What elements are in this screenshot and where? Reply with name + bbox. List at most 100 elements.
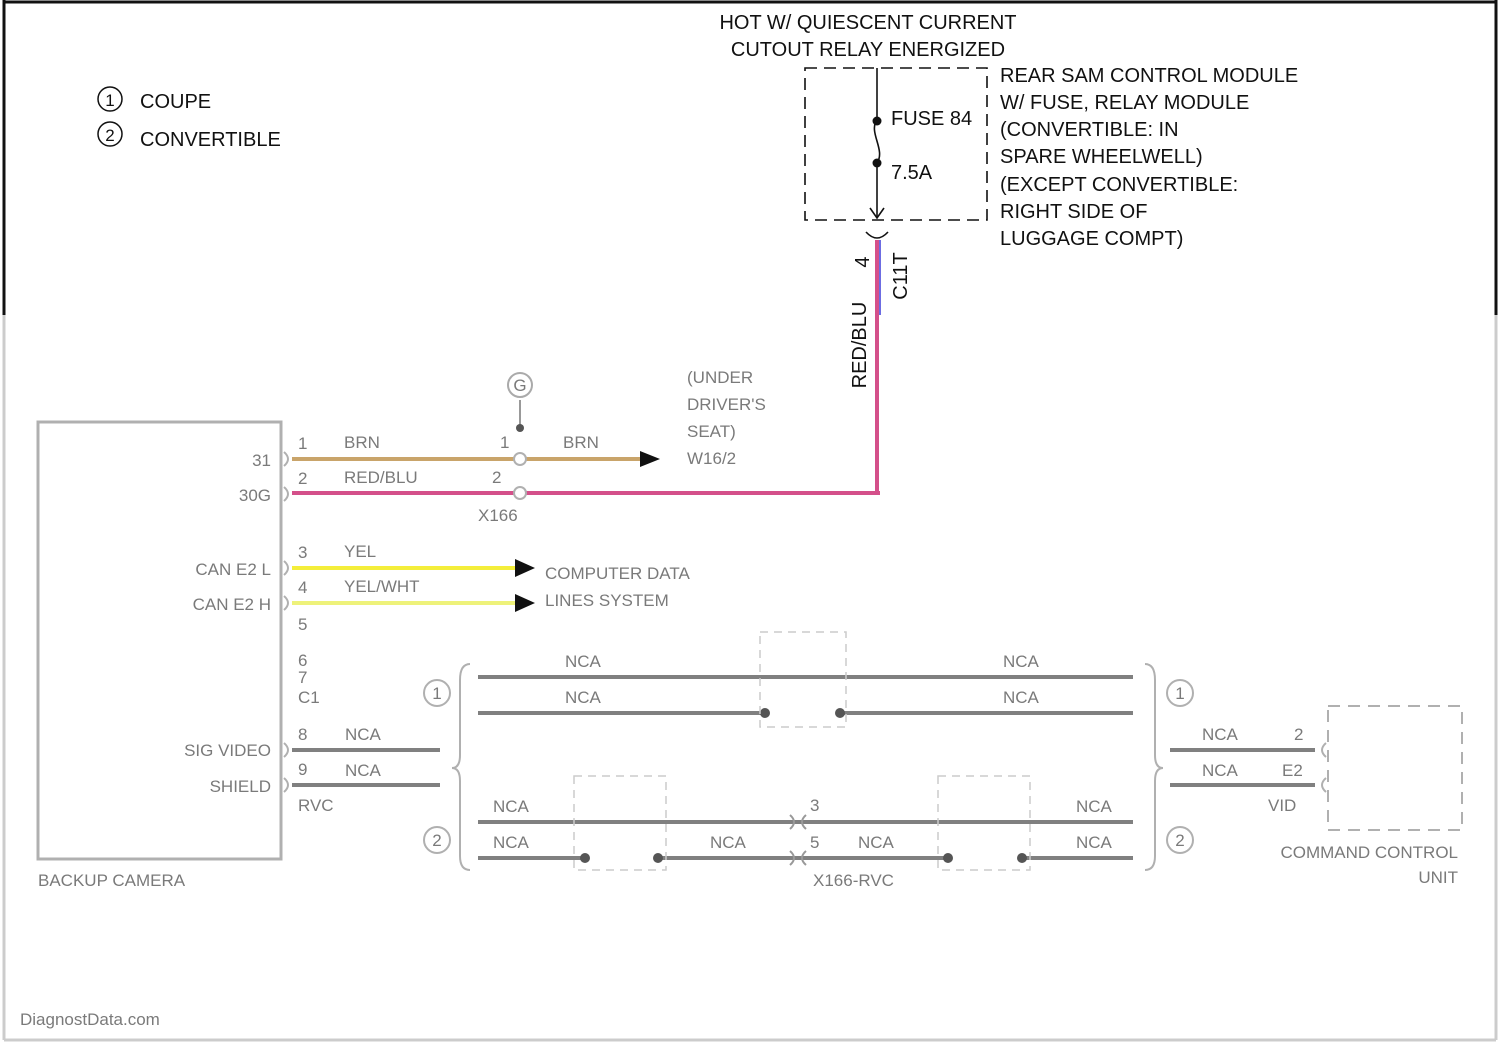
conv-nca-5: NCA: [1076, 797, 1113, 816]
conv-splice-pin-a: 3: [810, 796, 819, 815]
fuse-dot-top: [873, 117, 882, 126]
ground-location-2: DRIVER'S: [687, 395, 766, 414]
pin-num-3: 3: [298, 543, 307, 562]
sig-video-nca: NCA: [345, 725, 382, 744]
variant-num-right-2: 2: [1175, 831, 1184, 850]
right-brace: [1145, 664, 1163, 870]
ccu-connector-vid: VID: [1268, 796, 1296, 815]
variant-num-right-1: 1: [1175, 684, 1184, 703]
conv-nca-3: NCA: [710, 833, 747, 852]
rear-sam-module-label: REAR SAM CONTROL MODULE W/ FUSE, RELAY M…: [1000, 65, 1298, 250]
conv-dot-1: [580, 853, 590, 863]
ground-splice-dot: [516, 424, 524, 432]
power-splice-pin: 2: [492, 468, 501, 487]
legend: 1 COUPE 2 CONVERTIBLE: [98, 87, 281, 151]
legend-num-1: 1: [105, 91, 114, 110]
power-header-line2: CUTOUT RELAY ENERGIZED: [731, 39, 1005, 61]
module-line-1: REAR SAM CONTROL MODULE: [1000, 65, 1298, 87]
module-line-7: LUGGAGE COMPT): [1000, 228, 1183, 250]
rear-sam-module-box: [805, 68, 987, 220]
ground-wire-color-1: BRN: [344, 433, 380, 452]
watermark: DiagnostData.com: [20, 1010, 160, 1029]
variant-num-left-1: 1: [432, 684, 441, 703]
c11t-connector-symbol: [866, 232, 888, 238]
can-l-arrow: [515, 559, 535, 577]
coupe-nca-1: NCA: [565, 652, 602, 671]
pin-num-9: 9: [298, 760, 307, 779]
can-target-line2: LINES SYSTEM: [545, 591, 669, 610]
coupe-inline-connector: [760, 632, 846, 727]
conv-dot-2: [653, 853, 663, 863]
ccu-pin-connector-1: [1322, 743, 1326, 757]
pin-num-8: 8: [298, 725, 307, 744]
pin-num-5: 5: [298, 615, 307, 634]
ground-arrow: [640, 451, 660, 467]
ccu-pin-1: 2: [1294, 725, 1303, 744]
pin-label-30g: 30G: [239, 486, 271, 505]
pin-label-sig-video: SIG VIDEO: [184, 741, 271, 760]
pin-label-31: 31: [252, 451, 271, 470]
ground-id: W16/2: [687, 449, 736, 468]
variant-num-left-2: 2: [432, 831, 441, 850]
legend-label-coupe: COUPE: [140, 91, 211, 113]
splice-connector-x166: X166: [478, 506, 518, 525]
fuse-rating: 7.5A: [891, 162, 933, 184]
pin-num-1: 1: [298, 434, 307, 453]
camera-connector-rvc: RVC: [298, 796, 334, 815]
ccu-pin-2: E2: [1282, 761, 1303, 780]
ground-location-3: SEAT): [687, 422, 736, 441]
legend-num-2: 2: [105, 126, 114, 145]
power-wire-color: RED/BLU: [344, 468, 418, 487]
pin-num-7: 7: [298, 668, 307, 687]
pin-label-can-h: CAN E2 H: [193, 595, 271, 614]
can-h-arrow: [515, 594, 535, 612]
module-line-2: W/ FUSE, RELAY MODULE: [1000, 92, 1249, 114]
module-line-4: SPARE WHEELWELL): [1000, 146, 1203, 168]
coupe-wire-dot-left: [760, 708, 770, 718]
conv-nca-6: NCA: [1076, 833, 1113, 852]
module-line-3: (CONVERTIBLE: IN: [1000, 119, 1179, 141]
pin-label-shield: SHIELD: [210, 777, 271, 796]
can-target-line1: COMPUTER DATA: [545, 564, 690, 583]
fuse-name: FUSE 84: [891, 108, 972, 130]
ccu-nca-2: NCA: [1202, 761, 1239, 780]
coupe-nca-4: NCA: [1003, 688, 1040, 707]
conv-nca-2: NCA: [493, 833, 530, 852]
conv-nca-4: NCA: [858, 833, 895, 852]
ground-wire-color-2: BRN: [563, 433, 599, 452]
coupe-wire-dot-right: [835, 708, 845, 718]
pin-num-4: 4: [298, 578, 307, 597]
ccu-label-line1: COMMAND CONTROL: [1280, 843, 1458, 862]
pin-num-2: 2: [298, 469, 307, 488]
pin-label-can-l: CAN E2 L: [195, 560, 271, 579]
power-header-line1: HOT W/ QUIESCENT CURRENT: [719, 12, 1016, 34]
connector-c1: C1: [298, 688, 320, 707]
module-line-6: RIGHT SIDE OF: [1000, 201, 1147, 223]
power-splice-connector: [514, 487, 526, 499]
conv-dot-3: [943, 853, 953, 863]
conv-nca-1: NCA: [493, 797, 530, 816]
left-brace: [452, 664, 470, 870]
c11t-pin-number: 4: [852, 256, 874, 267]
camera-pin-connectors: [284, 452, 288, 792]
conv-dot-4: [1017, 853, 1027, 863]
legend-label-convertible: CONVERTIBLE: [140, 129, 281, 151]
ground-splice-pin: 1: [500, 433, 509, 452]
vertical-wire-color: RED/BLU: [849, 302, 871, 389]
command-control-unit-box: [1328, 706, 1462, 830]
fuse-symbol: [874, 120, 879, 163]
conv-splice-pin-b: 5: [810, 833, 819, 852]
backup-camera-label: BACKUP CAMERA: [38, 871, 186, 890]
ccu-label-line2: UNIT: [1418, 868, 1458, 887]
ccu-nca-1: NCA: [1202, 725, 1239, 744]
can-h-wire-color: YEL/WHT: [344, 577, 420, 596]
ccu-pin-connector-2: [1322, 778, 1326, 792]
ground-splice-connector: [514, 453, 526, 465]
conv-splice-connector-id: X166-RVC: [813, 871, 894, 890]
coupe-nca-2: NCA: [565, 688, 602, 707]
c11t-connector-id: C11T: [890, 252, 912, 299]
module-line-5: (EXCEPT CONVERTIBLE:: [1000, 174, 1238, 196]
ground-ref-symbol: G: [513, 376, 526, 395]
shield-nca: NCA: [345, 761, 382, 780]
